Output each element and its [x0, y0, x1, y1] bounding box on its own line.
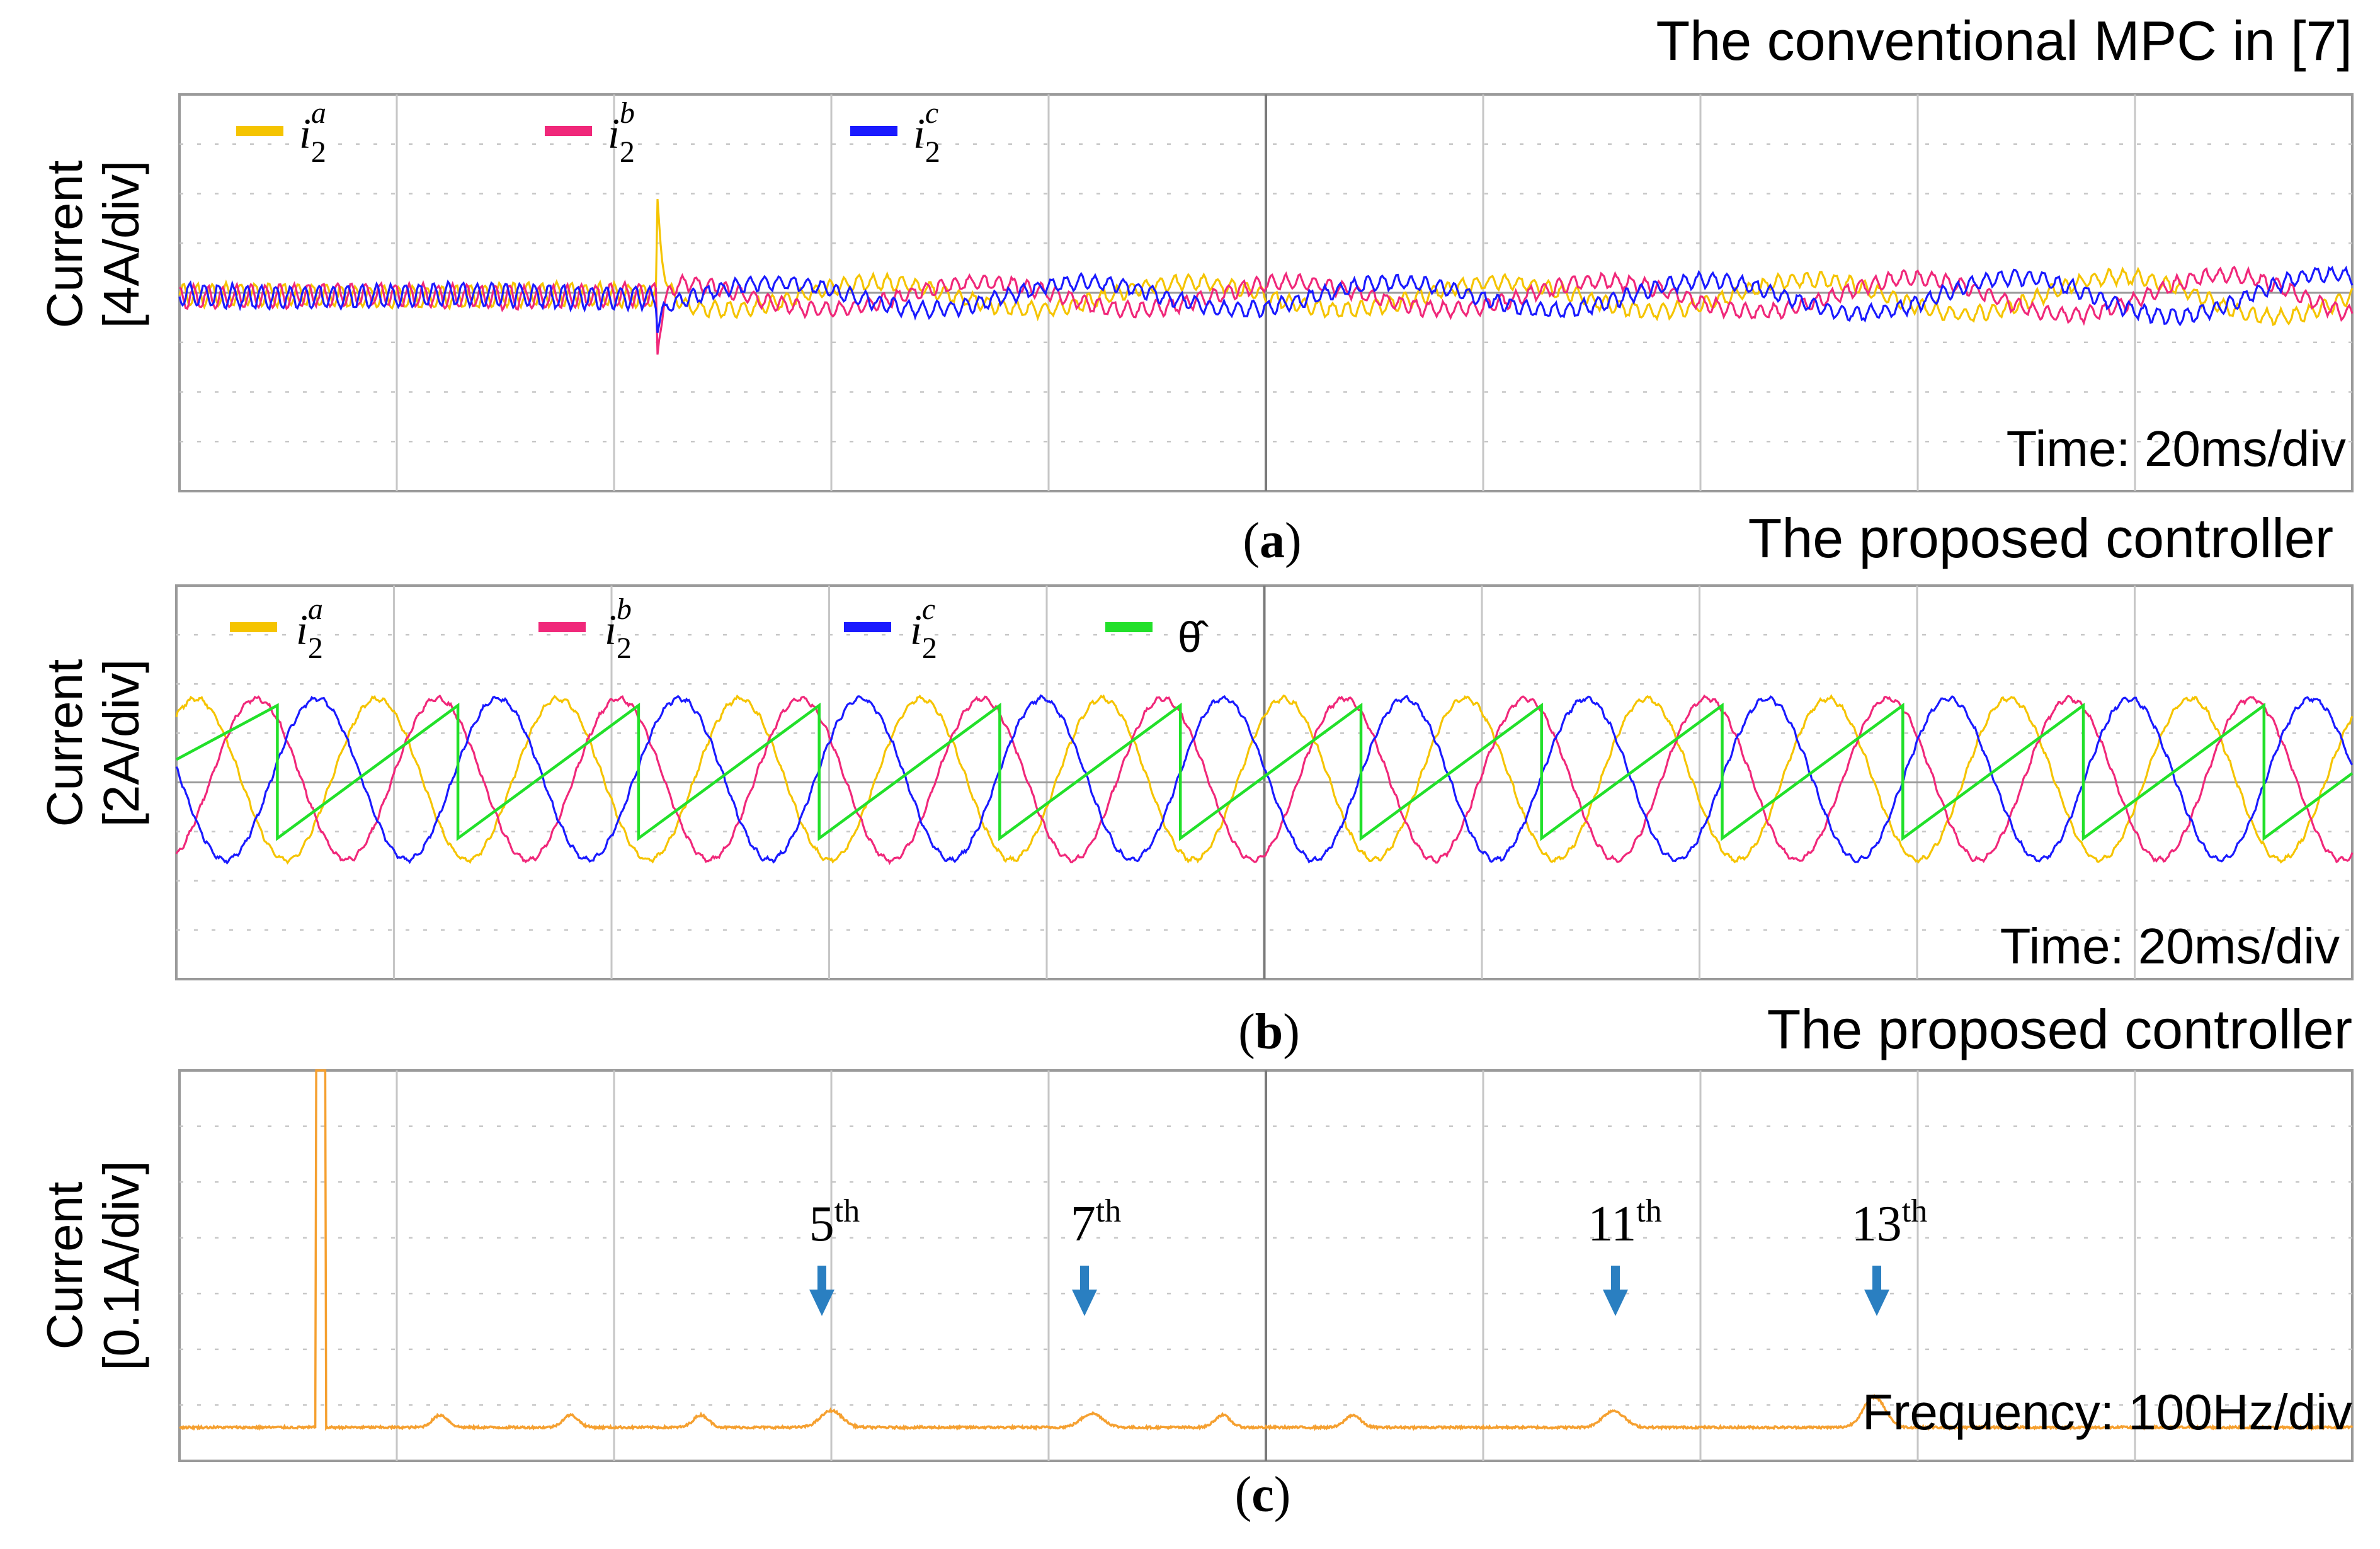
panel-c: The proposed controller Current [0.1A/di… — [37, 998, 2354, 1523]
panel-b-series-i2c — [175, 694, 2354, 865]
legend-item-b-i2a: i2a — [230, 593, 323, 665]
harmonic-label-7: 7th — [1071, 1193, 1121, 1252]
panel-b-title: The proposed controller — [1748, 507, 2333, 569]
legend-swatch-b-i2a — [230, 622, 277, 632]
panel-b-series-theta — [175, 702, 2354, 841]
harmonic-label-13: 13th — [1852, 1193, 1927, 1252]
harmonic-label-11: 11th — [1588, 1193, 1661, 1252]
legend-label-b-i2a: i2a — [296, 593, 323, 665]
panel-b-ylabel-line2: [2A/div] — [93, 659, 149, 827]
panel-c-ylabel: Current [0.1A/div] — [37, 1160, 149, 1371]
panel-c-series-spectrum — [179, 1069, 2354, 1431]
harmonic-arrow-head-11th — [1603, 1290, 1628, 1316]
harmonic-arrow-shaft-13th — [1872, 1266, 1881, 1292]
panel-a-caption: (a) — [1243, 513, 1301, 569]
panel-a-ylabel: Current [4A/div] — [37, 161, 149, 329]
legend-label-i2b: i2b — [608, 96, 635, 169]
panel-c-caption: (c) — [1235, 1467, 1291, 1523]
panel-a-series-i2b — [178, 265, 2354, 355]
panel-a-ylabel-line2: [4A/div] — [93, 161, 149, 329]
legend-label-b-i2b: i2b — [605, 593, 632, 665]
legend-item-i2c: i2c — [850, 96, 940, 169]
harmonic-arrow-shaft-11th — [1611, 1266, 1620, 1292]
legend-item-b-i2c: i2c — [844, 593, 937, 665]
legend-swatch-b-theta — [1105, 622, 1153, 632]
panel-a-time-label: Time: 20ms/div — [2007, 421, 2346, 477]
panel-a: The conventional MPC in [7] Current [4A/… — [37, 9, 2354, 569]
legend-label-i2c: i2c — [913, 96, 940, 169]
panel-c-traces — [179, 1069, 2354, 1431]
harmonic-arrow-head-5th — [809, 1290, 834, 1316]
panel-b-ylabel-line1: Current — [37, 659, 93, 827]
legend-item-b-i2b: i2b — [538, 593, 632, 665]
harmonic-labels: 5th 7th 11th 13th — [809, 1193, 1927, 1252]
panel-a-legend: i2a i2b i2c — [236, 96, 940, 169]
legend-swatch-i2a — [236, 126, 283, 136]
panel-a-series-i2a — [178, 198, 2354, 326]
panel-b-time-label: Time: 20ms/div — [2000, 918, 2340, 974]
legend-item-i2b: i2b — [545, 96, 635, 169]
panel-a-series-i2c — [178, 265, 2354, 333]
legend-swatch-i2b — [545, 126, 592, 136]
panel-b-caption: (b) — [1238, 1004, 1300, 1060]
harmonic-arrows — [809, 1266, 1889, 1316]
panel-c-freq-label: Frequency: 100Hz/div — [1862, 1384, 2352, 1440]
panel-c-ylabel-line1: Current — [37, 1182, 93, 1350]
legend-item-i2a: i2a — [236, 96, 326, 169]
harmonic-arrow-head-13th — [1864, 1290, 1889, 1316]
panel-c-grid — [179, 1070, 2352, 1461]
panel-c-ylabel-line2: [0.1A/div] — [93, 1160, 149, 1371]
legend-label-i2a: i2a — [299, 96, 326, 169]
panel-c-title: The proposed controller — [1767, 998, 2352, 1060]
panel-a-traces — [178, 198, 2354, 355]
legend-swatch-i2c — [850, 126, 897, 136]
harmonic-arrow-head-7th — [1072, 1290, 1097, 1316]
panel-b-series-i2a — [175, 694, 2354, 865]
panel-b-grid — [176, 586, 2352, 979]
panel-b-ylabel: Current [2A/div] — [37, 659, 149, 827]
panel-b-series-i2b — [175, 694, 2354, 865]
harmonic-label-5: 5th — [809, 1193, 860, 1252]
panel-b: The proposed controller Current [2A/div]… — [37, 507, 2354, 1060]
harmonic-arrow-shaft-7th — [1080, 1266, 1089, 1292]
legend-label-b-i2c: i2c — [910, 593, 937, 665]
panel-a-ylabel-line1: Current — [37, 161, 93, 329]
legend-swatch-b-i2b — [538, 622, 586, 632]
legend-swatch-b-i2c — [844, 622, 891, 632]
panel-b-traces — [175, 694, 2354, 865]
panel-a-title: The conventional MPC in [7] — [1656, 9, 2352, 72]
harmonic-arrow-shaft-5th — [817, 1266, 826, 1292]
